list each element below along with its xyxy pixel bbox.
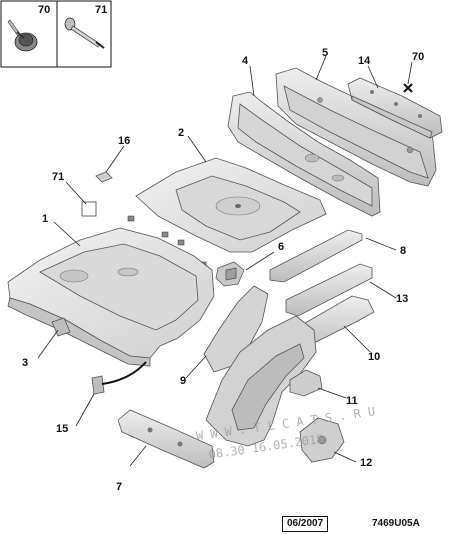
callout-5: 5	[322, 47, 328, 59]
rivet-71-icon	[64, 17, 105, 49]
part-7-sill	[117, 409, 215, 469]
footer-code: 7469U05A	[372, 518, 420, 529]
clip-70-x-icon	[403, 83, 413, 93]
leader-lines	[37, 55, 413, 467]
inset-label-71: 71	[95, 4, 107, 16]
callout-13: 13	[396, 293, 408, 305]
callout-15: 15	[56, 423, 68, 435]
footer-date-box: 06/2007	[282, 516, 329, 532]
part-71-rivet-box	[81, 201, 97, 217]
callout-2: 2	[178, 127, 184, 139]
part-16-clip	[95, 171, 113, 183]
part-4-side-panel	[227, 91, 381, 217]
part-5-rear-panel	[275, 67, 437, 187]
part-2-rear-floor	[135, 157, 327, 253]
callout-1: 1	[42, 213, 48, 225]
part-8-rail	[269, 229, 363, 283]
part-14-crossmember	[347, 77, 443, 139]
callout-4: 4	[242, 55, 249, 67]
callout-3: 3	[22, 357, 28, 369]
screw-70-icon	[7, 19, 38, 52]
inset-label-70: 70	[38, 4, 50, 16]
callout-71: 71	[52, 171, 64, 183]
part-1-centre-floor	[7, 227, 215, 367]
rear-frame-assembly	[205, 315, 317, 447]
callout-7: 7	[116, 481, 122, 493]
part-15-pad	[91, 361, 147, 395]
fastener-inset: 70 71	[0, 0, 112, 68]
callout-10: 10	[368, 351, 380, 363]
callout-16: 16	[118, 135, 130, 147]
callout-9: 9	[180, 375, 186, 387]
part-11-plate	[289, 369, 323, 397]
footer-date: 06/2007	[287, 518, 324, 529]
callout-11: 11	[346, 395, 358, 407]
callout-14: 14	[358, 55, 371, 67]
callout-6: 6	[278, 241, 284, 253]
part-13-rail	[285, 263, 373, 317]
callout-70: 70	[412, 51, 424, 63]
callouts: 1 2 3 4 5 6 7 8 9 10 11 12 13 14 15 16 7…	[22, 47, 424, 493]
part-12-bracket	[299, 417, 345, 463]
callout-8: 8	[400, 245, 406, 257]
part-6-bracket	[215, 261, 245, 287]
part-9-arch-support	[203, 285, 269, 373]
callout-12: 12	[360, 457, 372, 469]
